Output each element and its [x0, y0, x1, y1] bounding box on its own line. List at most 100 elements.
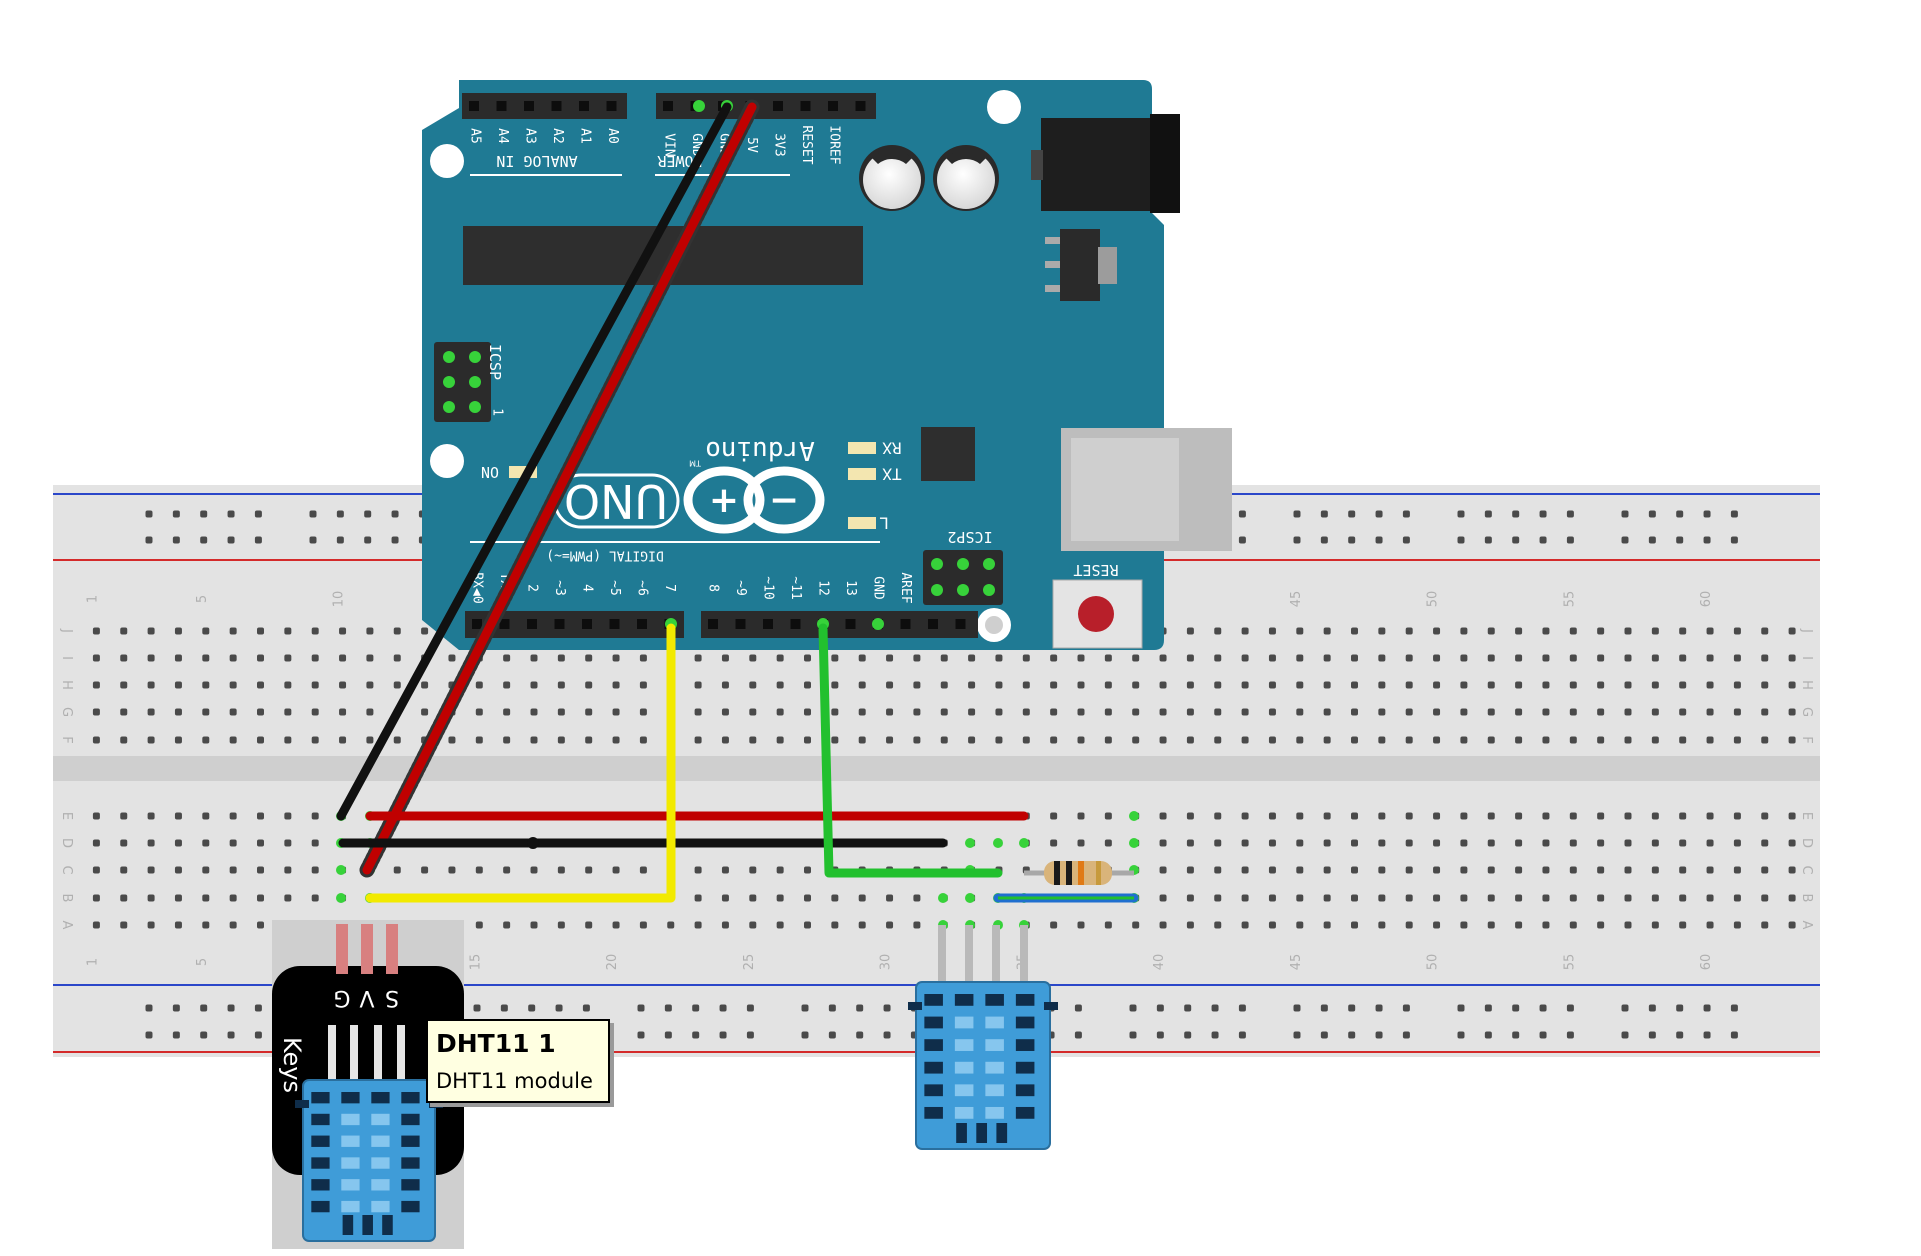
breadboard-hole[interactable]: [995, 708, 1003, 716]
breadboard-hole[interactable]: [721, 654, 729, 662]
header-pin[interactable]: [637, 619, 647, 629]
breadboard-hole[interactable]: [147, 866, 155, 874]
breadboard-hole[interactable]: [229, 708, 237, 716]
breadboard-hole[interactable]: [120, 866, 128, 874]
breadboard-hole[interactable]: [1706, 627, 1714, 635]
breadboard-hole[interactable]: [1569, 812, 1577, 820]
breadboard-hole[interactable]: [831, 736, 839, 744]
header-pin[interactable]: [955, 619, 966, 629]
breadboard-hole[interactable]: [1460, 681, 1468, 689]
breadboard-hole[interactable]: [612, 921, 620, 929]
breadboard-hole[interactable]: [1296, 654, 1304, 662]
breadboard-hole[interactable]: [202, 627, 210, 635]
breadboard-hole[interactable]: [1268, 894, 1276, 902]
breadboard-hole[interactable]: [1214, 627, 1222, 635]
breadboard-hole[interactable]: [1706, 681, 1714, 689]
breadboard-hole[interactable]: [1378, 627, 1386, 635]
breadboard-hole[interactable]: [284, 708, 292, 716]
breadboard-hole[interactable]: [1268, 681, 1276, 689]
breadboard-hole[interactable]: [147, 654, 155, 662]
rail-hole[interactable]: [172, 1004, 180, 1012]
breadboard-hole[interactable]: [1651, 839, 1659, 847]
breadboard-hole[interactable]: [1050, 812, 1058, 820]
breadboard-hole[interactable]: [147, 894, 155, 902]
breadboard-hole[interactable]: [1159, 894, 1167, 902]
breadboard-hole[interactable]: [120, 921, 128, 929]
breadboard-hole[interactable]: [776, 736, 784, 744]
breadboard-hole[interactable]: [1679, 627, 1687, 635]
breadboard-hole[interactable]: [694, 708, 702, 716]
breadboard-hole[interactable]: [858, 654, 866, 662]
breadboard-hole[interactable]: [1378, 812, 1386, 820]
breadboard-hole[interactable]: [1624, 736, 1632, 744]
breadboard-hole[interactable]: [311, 681, 319, 689]
breadboard-hole[interactable]: [1651, 921, 1659, 929]
breadboard-hole[interactable]: [585, 921, 593, 929]
rail-hole[interactable]: [336, 510, 344, 518]
breadboard-hole[interactable]: [1624, 681, 1632, 689]
breadboard-hole[interactable]: [913, 921, 921, 929]
breadboard-hole[interactable]: [1241, 654, 1249, 662]
breadboard-hole[interactable]: [1405, 866, 1413, 874]
breadboard-hole[interactable]: [1077, 736, 1085, 744]
header-pin[interactable]: [606, 101, 617, 111]
breadboard-hole[interactable]: [1624, 654, 1632, 662]
breadboard-hole[interactable]: [804, 736, 811, 744]
breadboard-hole[interactable]: [1651, 736, 1659, 744]
breadboard-hole[interactable]: [1022, 708, 1030, 716]
breadboard-hole[interactable]: [776, 866, 784, 874]
rail-hole[interactable]: [1676, 510, 1684, 518]
breadboard-hole[interactable]: [1569, 654, 1577, 662]
breadboard-hole[interactable]: [1132, 681, 1140, 689]
rail-hole[interactable]: [856, 1031, 864, 1039]
breadboard-hole[interactable]: [393, 866, 401, 874]
breadboard-hole[interactable]: [886, 736, 894, 744]
rail-hole[interactable]: [582, 1004, 590, 1012]
header-pin[interactable]: [499, 619, 510, 629]
breadboard-hole[interactable]: [1050, 921, 1058, 929]
breadboard-hole[interactable]: [1515, 866, 1523, 874]
breadboard-hole[interactable]: [503, 708, 511, 716]
breadboard-hole[interactable]: [749, 736, 757, 744]
rail-hole[interactable]: [801, 1004, 809, 1012]
breadboard-hole[interactable]: [1679, 839, 1687, 847]
breadboard-hole[interactable]: [1351, 627, 1358, 635]
breadboard-hole[interactable]: [92, 921, 100, 929]
breadboard-hole[interactable]: [831, 894, 839, 902]
breadboard-hole[interactable]: [339, 654, 347, 662]
breadboard-hole[interactable]: [202, 812, 210, 820]
breadboard-hole[interactable]: [1679, 921, 1687, 929]
breadboard-hole[interactable]: [1077, 839, 1085, 847]
breadboard-hole[interactable]: [147, 812, 155, 820]
breadboard-hole[interactable]: [311, 866, 319, 874]
rail-hole[interactable]: [1703, 1031, 1711, 1039]
breadboard-hole[interactable]: [1241, 708, 1249, 716]
rail-hole[interactable]: [1512, 1031, 1520, 1039]
rail-hole[interactable]: [1375, 1031, 1383, 1039]
breadboard-hole[interactable]: [1132, 708, 1140, 716]
breadboard-hole[interactable]: [257, 627, 264, 635]
breadboard-hole[interactable]: [1679, 681, 1687, 689]
breadboard-hole[interactable]: [1186, 681, 1194, 689]
breadboard-hole[interactable]: [639, 866, 647, 874]
breadboard-hole[interactable]: [530, 681, 538, 689]
breadboard-hole[interactable]: [1569, 627, 1577, 635]
rail-hole[interactable]: [1676, 1004, 1684, 1012]
breadboard-hole[interactable]: [1651, 681, 1659, 689]
breadboard-hole[interactable]: [1542, 894, 1550, 902]
breadboard-hole[interactable]: [694, 921, 702, 929]
breadboard-hole[interactable]: [804, 708, 811, 716]
breadboard-hole[interactable]: [339, 627, 347, 635]
header-pin[interactable]: [472, 619, 482, 629]
breadboard-hole[interactable]: [1405, 654, 1413, 662]
rail-hole[interactable]: [1730, 510, 1738, 518]
breadboard-hole[interactable]: [1597, 627, 1605, 635]
breadboard-hole[interactable]: [1761, 866, 1769, 874]
breadboard-hole[interactable]: [1405, 708, 1413, 716]
breadboard-hole[interactable]: [1186, 839, 1194, 847]
breadboard-hole[interactable]: [202, 866, 210, 874]
breadboard-hole[interactable]: [1186, 812, 1194, 820]
rail-hole[interactable]: [254, 1004, 262, 1012]
header-pin[interactable]: [800, 101, 811, 111]
breadboard-hole[interactable]: [1624, 894, 1632, 902]
